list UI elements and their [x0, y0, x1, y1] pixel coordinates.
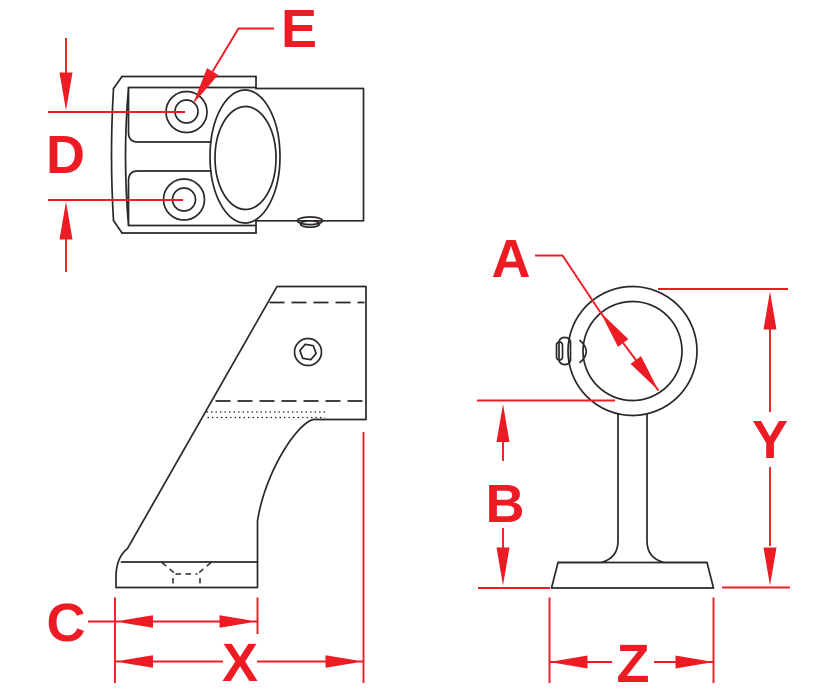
- label-X: X: [222, 633, 258, 689]
- arrowhead-X-right: [325, 655, 364, 668]
- dimension-A: A: [492, 229, 660, 392]
- ring-outer: [567, 285, 698, 417]
- ring-bore: [582, 300, 683, 402]
- dimension-X: X: [115, 432, 365, 689]
- stem-and-base: [550, 413, 715, 589]
- tube-set-screw: [296, 216, 324, 229]
- side-set-screw: [555, 336, 588, 366]
- arrowhead-B-down: [496, 547, 510, 586]
- hidden-countersink-hole: [161, 561, 212, 587]
- arrowhead-Z-right: [675, 655, 714, 669]
- arrowhead-B-up: [496, 404, 510, 442]
- arrowhead-C-right: [219, 615, 258, 628]
- arrowhead-D-down: [59, 72, 73, 111]
- dimension-D: D: [46, 38, 185, 272]
- hex-socket-screw: [293, 337, 323, 367]
- top-view: E D: [46, 0, 365, 272]
- arrowhead-C-left: [115, 615, 153, 628]
- rail-socket-bore: [214, 105, 277, 211]
- front-view: A B Y Z: [477, 229, 790, 689]
- base-trapezoid: [550, 561, 715, 589]
- arrowhead-E: [193, 68, 219, 104]
- rail-tube: [209, 87, 365, 224]
- clamp-body-outline: [110, 75, 257, 234]
- set-screw-tip: [579, 339, 588, 364]
- dimension-B: B: [477, 399, 615, 589]
- arrowhead-A-upleft: [600, 312, 629, 347]
- leader-line-A: [535, 254, 602, 314]
- dimension-Z: Z: [548, 597, 715, 689]
- dimension-E: E: [193, 0, 317, 104]
- label-Z: Z: [617, 634, 650, 689]
- label-A: A: [492, 229, 531, 289]
- arrowhead-X-left: [115, 655, 153, 668]
- side-view: C X: [47, 285, 367, 689]
- label-Y: Y: [752, 410, 788, 470]
- arrowhead-Y-up: [763, 291, 777, 330]
- leader-line-E: [211, 27, 274, 72]
- label-E: E: [281, 0, 317, 59]
- rail-socket-outer: [209, 89, 281, 224]
- dimension-C: C: [47, 593, 259, 683]
- arrowhead-D-up: [59, 201, 73, 240]
- label-B: B: [486, 474, 525, 534]
- label-D: D: [46, 125, 85, 185]
- arrowhead-Y-down: [763, 547, 777, 586]
- arrowhead-Z-left: [549, 655, 588, 669]
- arrowhead-A-downright: [630, 356, 659, 391]
- label-C: C: [47, 593, 86, 653]
- side-profile-outline: [115, 285, 367, 589]
- dimension-Y: Y: [658, 288, 790, 589]
